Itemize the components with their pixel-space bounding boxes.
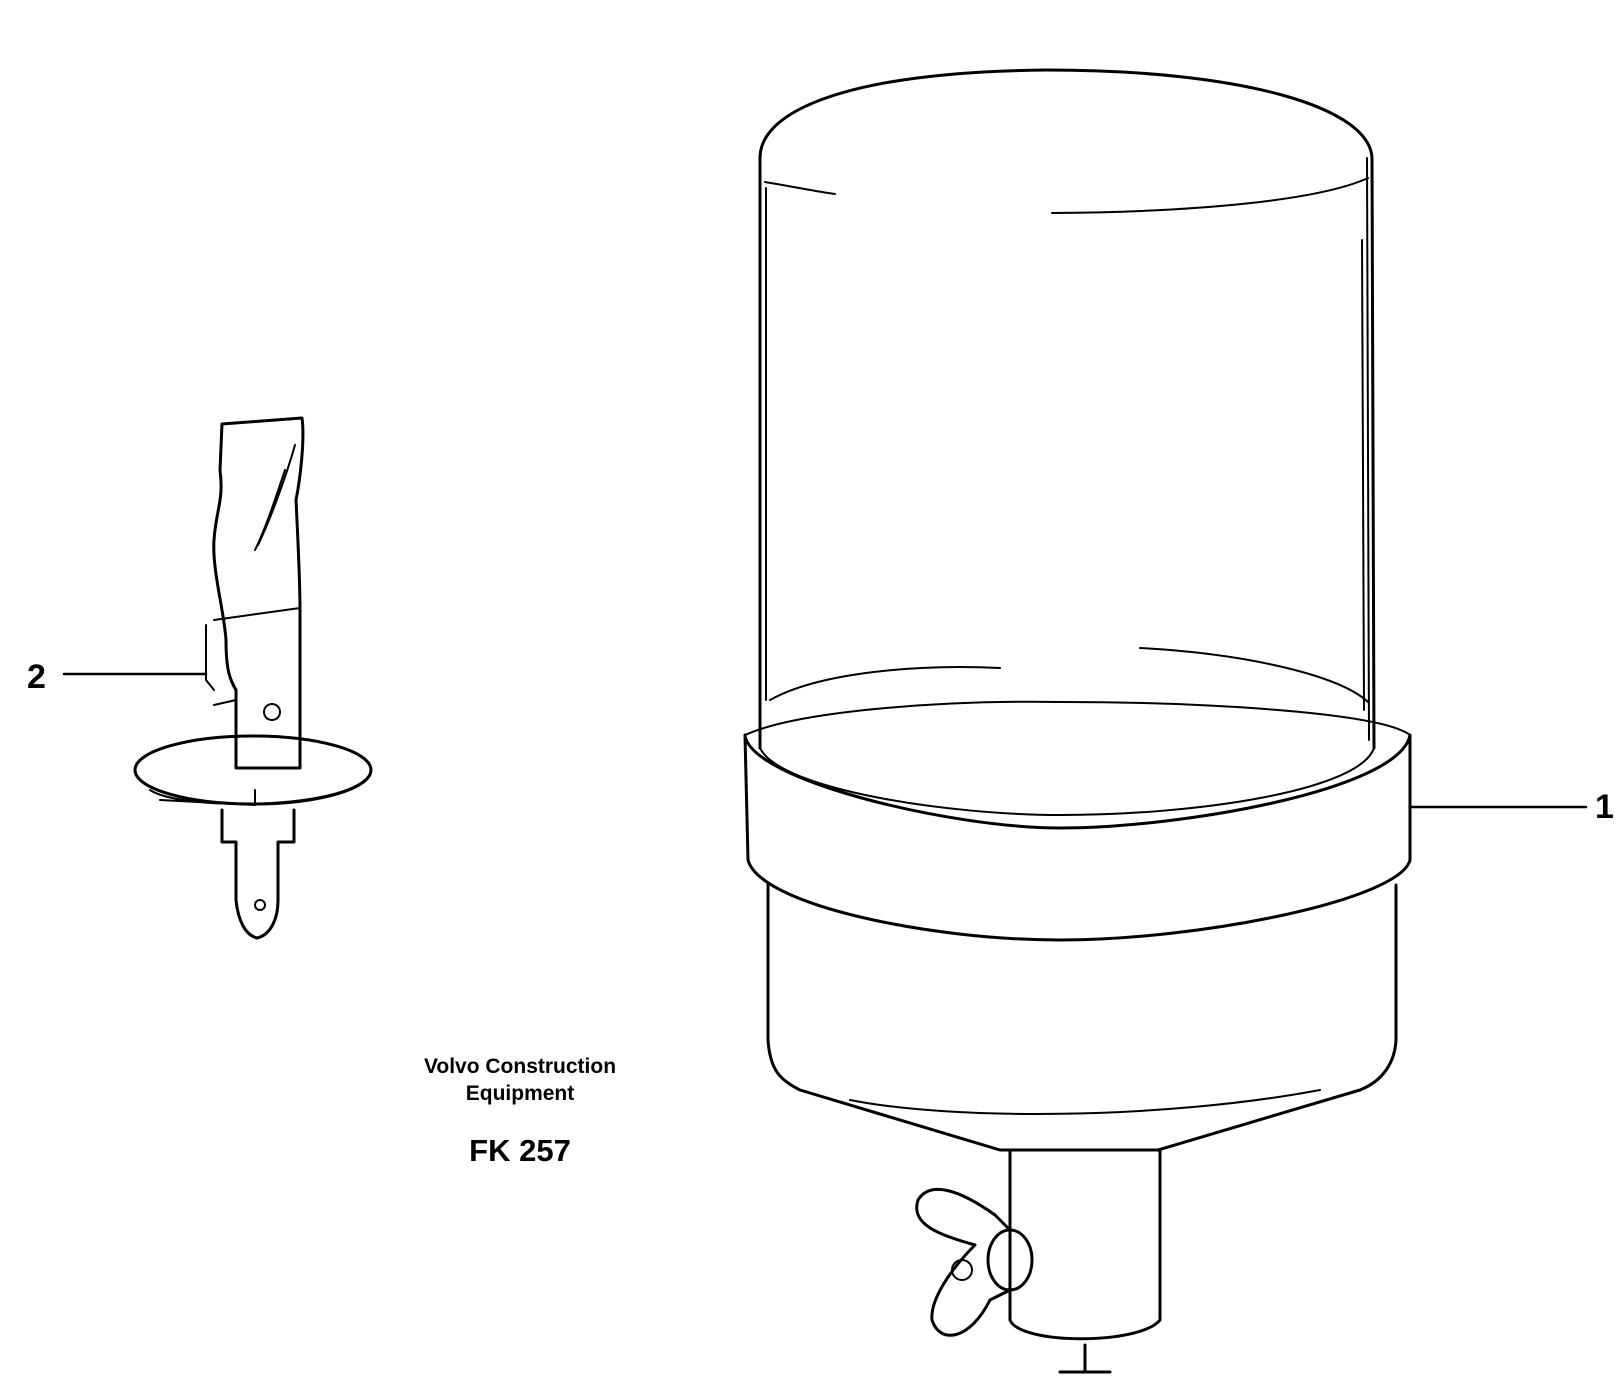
bowl-bottom-ellipse (769, 647, 1369, 703)
bowl-reflection-right (1361, 239, 1365, 711)
wing-nut-hole (951, 1259, 973, 1281)
collar-lip (759, 747, 1375, 816)
sensor-hole-lower (254, 899, 266, 911)
company-caption: Volvo Construction Equipment (423, 1055, 617, 1105)
sensor-terminal (220, 808, 296, 940)
callout-number-2: 2 (27, 658, 46, 696)
sensor-sleeve (205, 607, 301, 706)
sensor-blade (212, 416, 305, 770)
sensor-hole-upper (263, 703, 281, 721)
lower-housing-bottom (849, 1089, 1321, 1115)
bowl-inner-edge (1366, 157, 1370, 741)
callout-number-1: 1 (1595, 788, 1614, 826)
bowl-assembly (743, 68, 1412, 1374)
collar-top-rim (744, 700, 1411, 736)
sensor-flange-lip (149, 779, 366, 806)
drain-spigot (1008, 1148, 1162, 1341)
wing-nut (915, 1187, 1012, 1337)
bowl-dome (758, 68, 1376, 750)
sensor-assembly (133, 416, 373, 940)
collar-band (743, 733, 1412, 942)
bowl-reflection-top (764, 177, 1369, 214)
lower-housing (766, 883, 1398, 1152)
figure-code: FK 257 (469, 1133, 571, 1168)
sensor-blade-highlight (254, 444, 296, 551)
wing-nut-hub (986, 1228, 1034, 1292)
drain-stub (1058, 1343, 1112, 1374)
